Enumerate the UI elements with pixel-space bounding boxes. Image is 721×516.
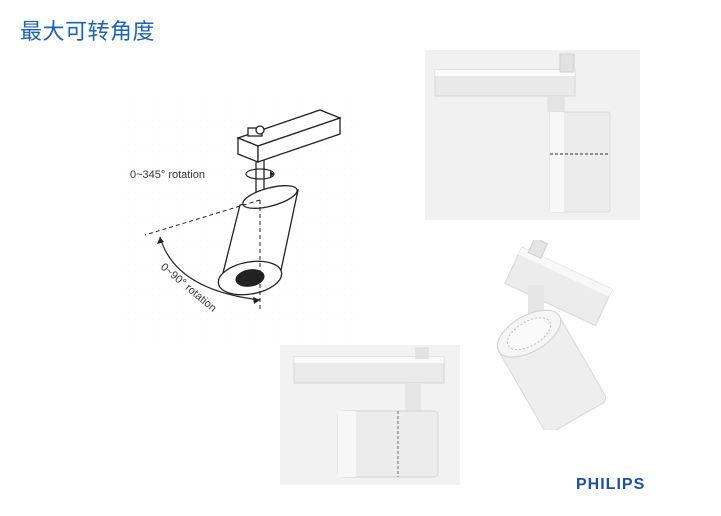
track-adapter-drawing [236,109,342,163]
product-photo-front [280,345,460,485]
spotlight-body-drawing [217,185,299,296]
product-photo-tilted [470,240,620,430]
horizontal-rotation-label: 0~345° rotation [130,169,205,181]
product-photo-side [425,50,640,220]
philips-logo: PHILIPS [576,476,646,493]
page-title: 最大可转角度 [20,20,156,45]
rotation-diagram: 0~345° rotation 0~90° rotation [120,100,360,340]
